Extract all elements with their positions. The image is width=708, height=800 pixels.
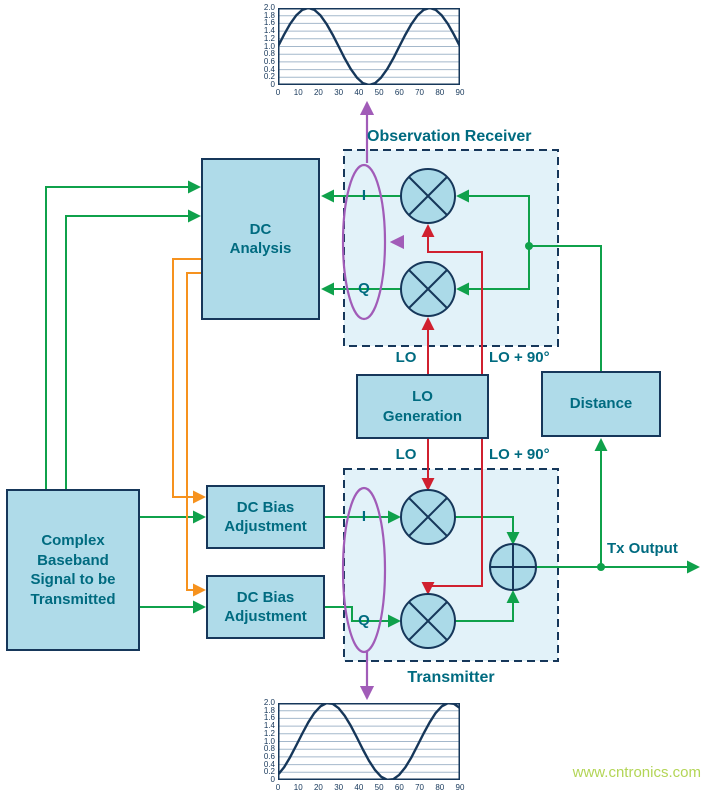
complex-baseband-block: Complex Baseband Signal to be Transmitte… [6, 489, 140, 651]
dc-analysis-label: DC Analysis [229, 220, 292, 258]
summer-icon [489, 543, 537, 591]
tx-output-label: Tx Output [607, 540, 678, 557]
lo-paths-red [421, 224, 483, 595]
dc-analysis-block: DC Analysis [201, 158, 320, 320]
lo90-label-top: LO + 90° [489, 349, 550, 366]
bottom-chart-plot [278, 703, 460, 780]
mixerI-to-summer-line [455, 516, 520, 545]
dc-bias-adjustment-label-2: DC Bias Adjustment [224, 588, 307, 626]
tx-i-label: I [361, 508, 367, 525]
lo-generation-block: LO Generation [356, 374, 489, 439]
obs-mixer-i-icon [400, 168, 456, 224]
baseband-to-dc-analysis-line-2 [65, 209, 201, 489]
dc-bias-adjustment-label-1: DC Bias Adjustment [224, 498, 307, 536]
lo-label-top: LO [395, 349, 417, 366]
tx-mixer-i-icon [400, 489, 456, 545]
dc-analysis-to-bias2-line [186, 272, 206, 597]
transmitter-label: Transmitter [407, 669, 495, 686]
bias2-to-mixer-line [325, 606, 401, 628]
feedback-to-obs-mixerI-line [456, 189, 530, 246]
signal-paths-green [45, 180, 700, 628]
obs-mixer-q-icon [400, 261, 456, 317]
obs-iq-ellipse [341, 163, 387, 321]
watermark-text: www.cntronics.com [572, 764, 701, 781]
tx-mixer-q-icon [400, 593, 456, 649]
probe-layer-purple [341, 100, 405, 701]
complex-baseband-label: Complex Baseband Signal to be Transmitte… [30, 532, 116, 608]
tx-output-junction-dot [597, 563, 605, 571]
baseband-to-dc-analysis-line-1 [45, 180, 201, 489]
lo90-to-obs-mixerI-line [421, 224, 483, 374]
obs-i-label: I [361, 187, 367, 204]
lo90-to-tx-mixerQ-line [421, 439, 483, 595]
feedback-junction-dot [525, 242, 533, 250]
tx-q-label: Q [358, 612, 370, 629]
correction-paths-orange [172, 258, 206, 597]
distance-to-observation-line [529, 245, 602, 371]
lo-label-bottom: LO [395, 446, 417, 463]
observation-receiver-label: Observation Receiver [367, 128, 532, 145]
lo90-label-bottom: LO + 90° [489, 446, 550, 463]
dc-analysis-to-bias1-line [172, 258, 206, 504]
distance-block: Distance [541, 371, 661, 437]
dc-bias-adjustment-block-2: DC Bias Adjustment [206, 575, 325, 639]
mixers-layer [400, 168, 537, 649]
tx-iq-ellipse [341, 486, 387, 654]
distance-label: Distance [569, 395, 633, 413]
obs-q-label: Q [358, 280, 370, 297]
dc-bias-adjustment-block-1: DC Bias Adjustment [206, 485, 325, 549]
lo-generation-label: LO Generation [382, 388, 463, 425]
mixerQ-to-summer-line [455, 590, 520, 622]
top-chart-plot [278, 8, 460, 85]
